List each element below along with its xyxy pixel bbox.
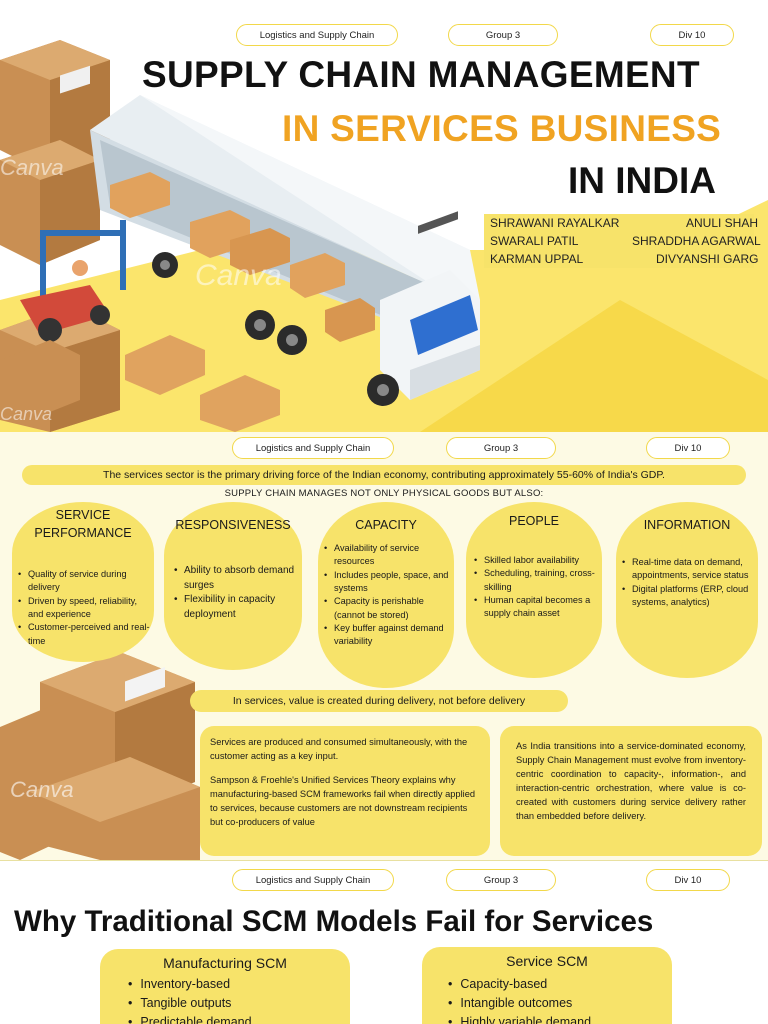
list-item: Ability to absorb demand surges — [174, 564, 302, 593]
hero-section: Canva Canva Canva Logistics and Supply C… — [0, 0, 768, 432]
course-pill: Logistics and Supply Chain — [236, 24, 398, 46]
list-item: Skilled labor availability — [474, 554, 600, 568]
list-item: Real-time data on demand, appointments, … — [622, 556, 754, 583]
list-item: Highly variable demand — [448, 1013, 591, 1024]
pillar-title: RESPONSIVENESS — [175, 518, 291, 532]
pillar-title: INFORMATION — [643, 518, 731, 532]
list-item: Intangible outcomes — [448, 994, 591, 1013]
list-item: Scheduling, training, cross-skilling — [474, 567, 600, 594]
author-row-1 — [484, 214, 754, 232]
list-item: Key buffer against demand variability — [324, 622, 452, 649]
author-name: SWARALI PATIL — [490, 234, 579, 248]
pillar-information: INFORMATION Real-time data on demand, ap… — [616, 502, 758, 678]
card-heading: Manufacturing SCM — [163, 955, 287, 971]
svg-text:Canva: Canva — [0, 404, 52, 424]
course-pill: Logistics and Supply Chain — [232, 869, 394, 891]
traditional-scm-section: Logistics and Supply Chain Group 3 Div 1… — [0, 860, 768, 1024]
pillar-title: SERVICE PERFORMANCE — [34, 508, 132, 541]
hero-illustration: Canva Canva Canva — [0, 40, 768, 432]
truck-illustration — [90, 95, 480, 406]
list-item: Flexibility in capacity deployment — [174, 593, 302, 622]
manufacturing-scm-card: Manufacturing SCM Inventory-based Tangib… — [100, 949, 350, 1024]
pillar-title: PEOPLE — [508, 514, 560, 528]
theory-paragraph-1: Services are produced and consumed simul… — [210, 737, 468, 761]
pillar-service-performance: SERVICE PERFORMANCE Quality of service d… — [12, 502, 154, 662]
transition-card: As India transitions into a service-domi… — [500, 726, 762, 856]
card-heading: Service SCM — [506, 953, 588, 969]
list-item: Customer-perceived and real-time — [18, 621, 150, 648]
svg-text:Canva: Canva — [10, 777, 74, 802]
author-name: ANULI SHAH — [686, 216, 759, 230]
list-item: Digital platforms (ERP, cloud systems, a… — [622, 583, 754, 610]
course-pill: Logistics and Supply Chain — [232, 437, 394, 459]
pillar-people: PEOPLE Skilled labor availability Schedu… — [466, 502, 602, 678]
theory-card: Services are produced and consumed simul… — [200, 726, 490, 856]
division-pill: Div 10 — [646, 437, 730, 459]
canva-watermark: Canva — [195, 259, 282, 292]
author-name: DIVYANSHI GARG — [656, 252, 759, 266]
pallets-illustration — [0, 335, 280, 432]
page-title-line2: IN SERVICES BUSINESS — [282, 108, 722, 149]
svg-text:Canva: Canva — [0, 155, 64, 180]
value-statement: In services, value is created during del… — [190, 690, 568, 712]
page-title-line3: IN INDIA — [568, 160, 716, 201]
author-name: KARMAN UPPAL — [490, 252, 584, 266]
page-title-line1: SUPPLY CHAIN MANAGEMENT — [142, 54, 700, 95]
author-row-3 — [484, 250, 754, 268]
list-item: Inventory-based — [128, 975, 252, 994]
services-overview-section: Logistics and Supply Chain Group 3 Div 1… — [0, 432, 768, 860]
theory-paragraph-2: Sampson & Froehle's Unified Services The… — [210, 774, 476, 827]
list-item: Availability of service resources — [324, 542, 452, 569]
author-row-2 — [484, 232, 754, 250]
list-item: Human capital becomes a supply chain ass… — [474, 594, 600, 621]
list-item: Tangible outputs — [128, 994, 252, 1013]
division-pill: Div 10 — [646, 869, 730, 891]
list-item: Includes people, space, and systems — [324, 569, 452, 596]
pillar-capacity: CAPACITY Availability of service resourc… — [318, 502, 454, 688]
list-item: Quality of service during delivery — [18, 568, 150, 595]
list-item: Capacity is perishable (cannot be stored… — [324, 595, 452, 622]
list-item: Capacity-based — [448, 975, 591, 994]
forklift-illustration — [20, 220, 126, 342]
pillar-title: CAPACITY — [355, 518, 417, 532]
service-scm-card: Service SCM Capacity-based Intangible ou… — [422, 947, 672, 1024]
intro-banner: The services sector is the primary drivi… — [22, 465, 746, 485]
author-name: SHRADDHA AGARWAL — [632, 234, 761, 248]
group-pill: Group 3 — [448, 24, 558, 46]
section-title: Why Traditional SCM Models Fail for Serv… — [14, 905, 654, 938]
pillar-responsiveness: RESPONSIVENESS Ability to absorb demand … — [164, 502, 302, 670]
author-name: SHRAWANI RAYALKAR — [490, 216, 620, 230]
transition-paragraph: As India transitions into a service-domi… — [516, 741, 746, 821]
list-item: Driven by speed, reliability, and experi… — [18, 595, 150, 622]
group-pill: Group 3 — [446, 437, 556, 459]
list-item: Predictable demand — [128, 1013, 251, 1024]
group-pill: Group 3 — [446, 869, 556, 891]
division-pill: Div 10 — [650, 24, 734, 46]
section-subheading: SUPPLY CHAIN MANAGES NOT ONLY PHYSICAL G… — [224, 488, 544, 499]
boxes-illustration: Canva — [0, 652, 200, 860]
